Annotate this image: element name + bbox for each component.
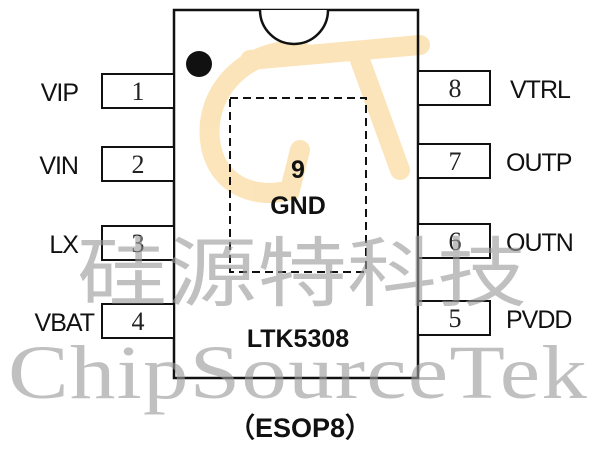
pin-right-6-name: OUTN bbox=[506, 229, 573, 257]
package-label: （ESOP8） bbox=[228, 413, 372, 443]
pin-left-1-name: VIP bbox=[41, 79, 79, 107]
pin-right-8: 8 VTRL bbox=[417, 70, 572, 106]
pin-right-5-number: 5 bbox=[449, 304, 462, 333]
pin-left-3-lead bbox=[101, 225, 175, 261]
pin-right-7-number: 7 bbox=[449, 147, 462, 176]
pin1-notch bbox=[258, 9, 330, 46]
pin-right-6: 6 OUTN bbox=[417, 223, 574, 259]
logo-t-bar bbox=[240, 35, 430, 70]
pin-left-4-number: 4 bbox=[132, 307, 145, 336]
pin-left-2-name: VIN bbox=[39, 152, 78, 180]
pin-left-1-lead bbox=[101, 73, 175, 109]
pin-right-5: 5 PVDD bbox=[417, 300, 572, 336]
pin-right-8-number: 8 bbox=[449, 74, 462, 103]
watermark-chinese: 硅源特科技 bbox=[77, 229, 527, 318]
pin-right-8-name: VTRL bbox=[510, 76, 571, 104]
thermal-pad-name: GND bbox=[270, 192, 326, 220]
pin-left-4-lead bbox=[101, 303, 175, 339]
logo-watermark bbox=[199, 35, 430, 203]
logo-t-stem bbox=[350, 50, 410, 180]
pin-left-3: 3 LX bbox=[49, 225, 175, 261]
pin-left-1-number: 1 bbox=[132, 77, 145, 106]
pin-left-2-lead bbox=[101, 146, 175, 182]
pin-left-1: 1 VIP bbox=[41, 73, 175, 109]
pin-right-8-lead bbox=[417, 70, 491, 106]
pin-left-2: 2 VIN bbox=[39, 146, 175, 182]
pin-left-4-name: VBAT bbox=[35, 309, 95, 337]
thermal-pad bbox=[229, 97, 367, 273]
pin-right-7-name: OUTP bbox=[506, 149, 572, 177]
left-pins: 1 VIP 2 VIN 3 LX 4 VBAT bbox=[35, 73, 175, 339]
thermal-pad-number: 9 bbox=[291, 156, 305, 184]
pin-left-3-name: LX bbox=[49, 231, 79, 259]
pin-left-2-number: 2 bbox=[132, 150, 145, 179]
pin-right-6-lead bbox=[417, 223, 491, 259]
pin-right-5-name: PVDD bbox=[506, 306, 571, 334]
pin-right-7-lead bbox=[417, 143, 491, 179]
pin-right-5-lead bbox=[417, 300, 491, 336]
part-number: LTK5308 bbox=[247, 325, 349, 353]
watermark-english: ChipSourceTek bbox=[8, 331, 588, 415]
pin-left-4: 4 VBAT bbox=[35, 303, 175, 339]
logo-g-shape bbox=[199, 40, 310, 203]
pin-right-6-number: 6 bbox=[449, 227, 462, 256]
pin1-dot bbox=[186, 51, 212, 77]
pin-left-3-number: 3 bbox=[132, 229, 145, 258]
pin-right-7: 7 OUTP bbox=[417, 143, 573, 179]
right-pins: 8 VTRL 7 OUTP 6 OUTN 5 PVDD bbox=[417, 70, 574, 336]
